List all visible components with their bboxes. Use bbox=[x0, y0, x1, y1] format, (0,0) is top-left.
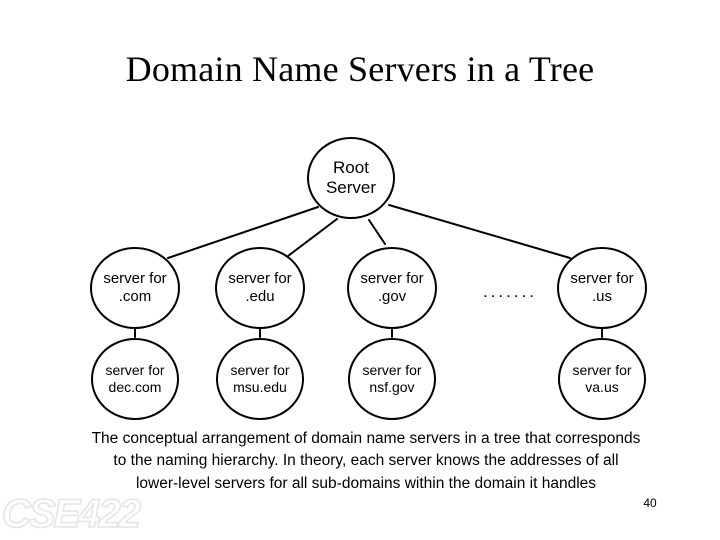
node-server-nsf-gov-line1: server for bbox=[362, 362, 422, 379]
ellipsis-more-servers: ....... bbox=[482, 282, 538, 301]
node-root-server[interactable]: Root Server bbox=[307, 137, 395, 219]
page-title: Domain Name Servers in a Tree bbox=[125, 49, 595, 89]
node-root-server-line1: Root bbox=[333, 157, 369, 177]
edge-root-to-us bbox=[388, 204, 571, 259]
node-server-nsf-gov-line2: nsf.gov bbox=[369, 379, 415, 395]
node-server-com[interactable]: server for .com bbox=[90, 247, 180, 329]
node-server-gov-line1: server for bbox=[360, 270, 424, 288]
node-server-va-us-line2: va.us bbox=[585, 379, 619, 395]
node-server-edu-line1: server for bbox=[228, 270, 292, 288]
node-server-gov-line2: .gov bbox=[377, 288, 407, 305]
node-server-dec-com-line2: dec.com bbox=[108, 379, 162, 395]
node-server-dec-com[interactable]: server for dec.com bbox=[91, 338, 179, 420]
node-server-com-line1: server for bbox=[103, 270, 167, 288]
node-server-dec-com-line1: server for bbox=[105, 362, 165, 379]
caption-line-3: lower-level servers for all sub-domains … bbox=[135, 474, 597, 492]
caption-line-1: The conceptual arrangement of domain nam… bbox=[91, 430, 641, 447]
node-server-msu-edu[interactable]: server for msu.edu bbox=[216, 338, 304, 420]
caption: The conceptual arrangement of domain nam… bbox=[36, 428, 696, 495]
node-server-va-us[interactable]: server for va.us bbox=[558, 338, 646, 420]
node-root-server-line2: Server bbox=[325, 178, 377, 197]
node-server-com-line2: .com bbox=[118, 288, 152, 305]
edge-root-to-edu bbox=[287, 218, 338, 257]
node-server-nsf-gov[interactable]: server for nsf.gov bbox=[348, 338, 436, 420]
caption-line-2: to the naming hierarchy. In theory, each… bbox=[113, 452, 619, 470]
edge-root-to-gov bbox=[368, 219, 386, 245]
node-server-msu-edu-line1: server for bbox=[230, 362, 290, 379]
node-server-gov[interactable]: server for .gov bbox=[347, 247, 437, 329]
node-server-va-us-line1: server for bbox=[572, 362, 632, 379]
node-server-us-line2: .us bbox=[591, 288, 612, 305]
node-server-msu-edu-line2: msu.edu bbox=[233, 379, 287, 395]
node-server-us-line1: server for bbox=[570, 270, 634, 288]
node-server-us[interactable]: server for .us bbox=[557, 247, 647, 329]
cse422-watermark-logo: CSE422 bbox=[1, 491, 141, 537]
page-number: 40 bbox=[643, 496, 657, 510]
node-server-edu-line2: .edu bbox=[245, 288, 275, 305]
node-server-edu[interactable]: server for .edu bbox=[215, 247, 305, 329]
edge-root-to-com bbox=[167, 206, 319, 259]
